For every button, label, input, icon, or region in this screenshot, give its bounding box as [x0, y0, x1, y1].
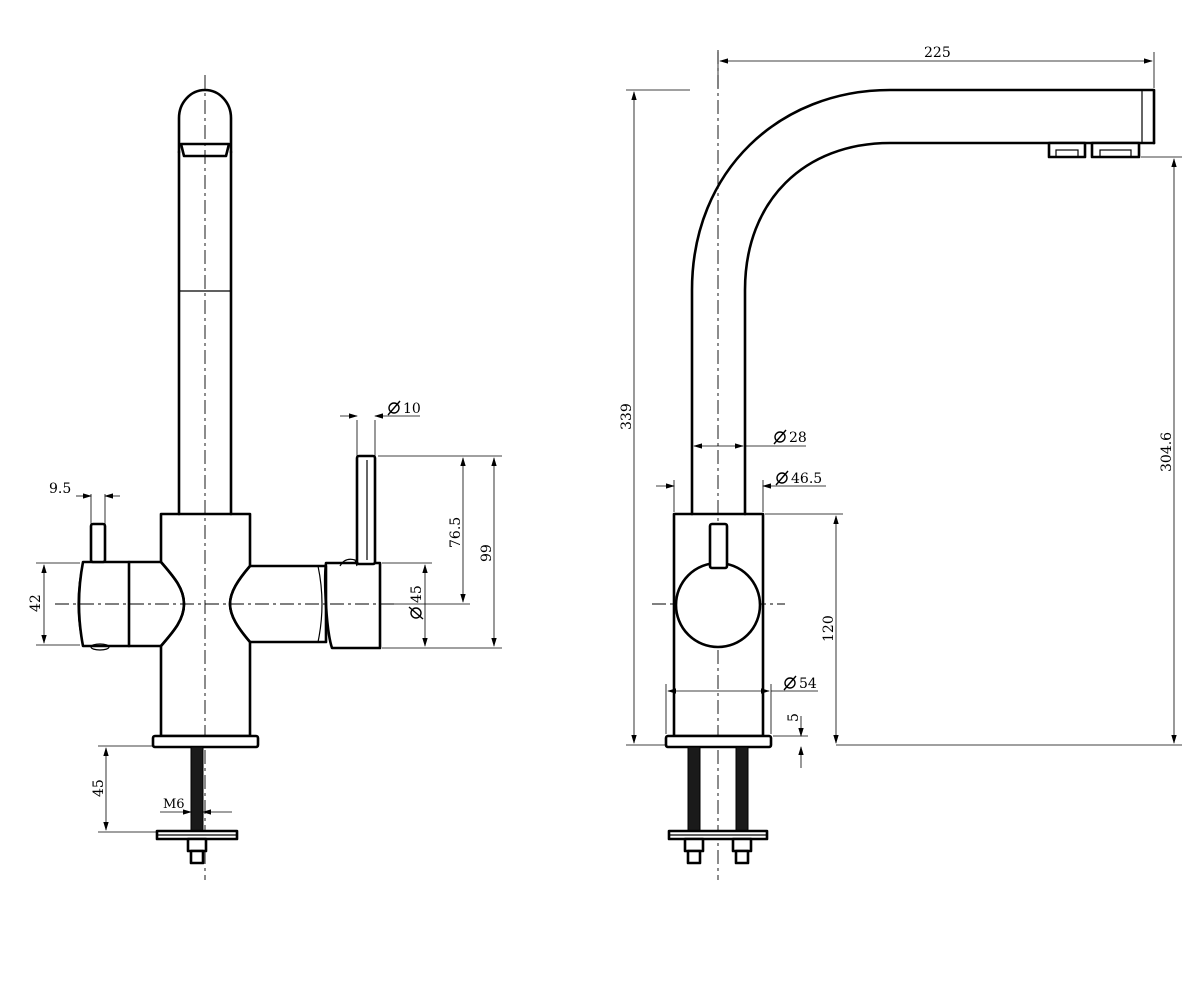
- dim-spout-diameter: 28: [693, 429, 807, 449]
- dim-mount-depth-label: 45: [91, 779, 107, 797]
- dim-spout-height: 304.6: [836, 156, 1182, 746]
- dim-base-thickness-label: 5: [786, 713, 802, 722]
- dim-reach-label: 225: [924, 45, 951, 61]
- dim-base-diameter: 54: [665, 675, 818, 734]
- front-base-flange: [151, 734, 260, 749]
- side-handle-knob: [674, 561, 762, 649]
- dim-mount-depth: 45: [91, 745, 157, 833]
- side-bolt-end-right: [734, 849, 750, 865]
- dim-pin-width-label: 9.5: [49, 481, 71, 497]
- side-aerator-2-inner: [1099, 149, 1132, 158]
- right-lever-joint: [339, 558, 358, 567]
- dim-pin-width: 9.5: [49, 481, 120, 524]
- side-aerator-1-inner: [1055, 149, 1079, 158]
- dim-neck-diameter: 46.5: [656, 470, 826, 512]
- dim-body-height: 120: [765, 513, 843, 744]
- side-spout-inner: [743, 141, 1156, 516]
- side-threaded-rod-right: [735, 746, 749, 832]
- front-nut: [186, 837, 208, 853]
- dim-right-handle-diameter-label: 45: [409, 585, 425, 603]
- side-lever-pin: [708, 522, 729, 570]
- side-base-flange: [664, 734, 773, 749]
- dim-left-handle-height-label: 42: [28, 594, 44, 612]
- dim-total-height-label: 339: [619, 403, 635, 430]
- dim-lever-diameter: 10: [340, 400, 421, 456]
- left-handle-foot: [90, 643, 110, 651]
- dim-left-handle-height: 42: [28, 562, 80, 646]
- right-handle: [228, 564, 328, 644]
- dim-total-height: 339: [619, 89, 690, 746]
- spout-aerator: [179, 142, 231, 158]
- front-threaded-rod: [190, 746, 204, 832]
- side-view: 225 339 304.6 28: [619, 45, 1182, 880]
- dim-base-thickness: 5: [773, 713, 808, 768]
- dim-lever-height-upper-label: 76.5: [448, 517, 464, 548]
- left-handle: [77, 560, 186, 648]
- dim-spout-diameter-label: 28: [789, 430, 807, 446]
- right-lever-rod: [355, 454, 377, 566]
- dim-lever-diameter-label: 10: [403, 401, 421, 417]
- dim-thread: M6: [160, 797, 232, 815]
- side-nut-left: [683, 837, 705, 853]
- side-bolt-end-left: [686, 849, 702, 865]
- right-handle-cap-curve: [317, 565, 323, 643]
- side-spout-outer: [690, 88, 1156, 516]
- dim-right-handle-diameter: 45: [382, 562, 432, 647]
- dim-thread-label: M6: [163, 797, 185, 812]
- side-nut-right: [731, 837, 753, 853]
- dim-reach: 225: [717, 45, 1155, 88]
- front-bolt-end: [189, 849, 205, 865]
- left-lever-pin: [89, 522, 107, 564]
- spout-top-cap: [177, 88, 233, 154]
- dim-neck-diameter-label: 46.5: [791, 471, 822, 487]
- dim-lever-heights: 76.5 99: [378, 455, 502, 649]
- side-threaded-rod-left: [687, 746, 701, 832]
- right-handle-cap: [323, 561, 382, 650]
- front-view: 10 9.5 76.5 99 45: [28, 75, 502, 880]
- dim-lever-height-total-label: 99: [479, 544, 495, 562]
- dim-base-diameter-label: 54: [799, 676, 817, 692]
- left-handle-cap-curve: [77, 561, 84, 647]
- dim-body-height-label: 120: [821, 615, 837, 642]
- dim-spout-height-label: 304.6: [1159, 432, 1175, 472]
